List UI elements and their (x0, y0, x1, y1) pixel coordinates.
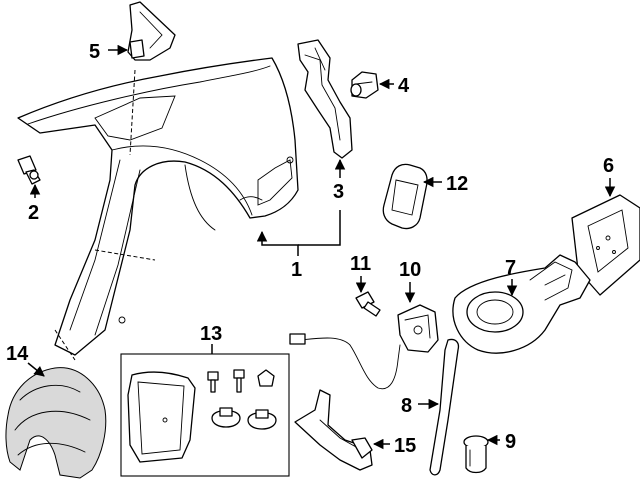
bracket-part-15 (294, 389, 373, 471)
drain-tube-part-8 (429, 338, 460, 476)
callout-6: 6 (603, 155, 614, 177)
reinforcement-part-3 (297, 39, 353, 159)
callout-15: 15 (394, 435, 416, 457)
callout-5: 5 (89, 41, 100, 63)
callout-12: 12 (446, 173, 468, 195)
callout-7: 7 (505, 257, 516, 279)
callout-2: 2 (28, 202, 39, 224)
bracket-part-5 (127, 1, 176, 61)
wheel-liner-part-14 (5, 367, 107, 479)
callout-9: 9 (505, 431, 516, 453)
fuel-housing-part-7 (452, 254, 591, 354)
bolt-part-11 (355, 291, 381, 317)
callout-14: 14 (6, 343, 29, 365)
callout-1: 1 (291, 259, 302, 281)
callout-11: 11 (350, 253, 371, 275)
callout-labels: 1 2 3 4 5 6 7 8 9 10 11 12 13 14 15 (6, 41, 614, 457)
callout-4: 4 (398, 75, 410, 97)
callout-8: 8 (401, 395, 412, 417)
seal-part-12 (382, 163, 428, 230)
grommet-part-9 (463, 435, 489, 474)
callout-10: 10 (399, 259, 421, 281)
mudguard-kit-part-13 (120, 353, 290, 477)
actuator-part-10 (289, 304, 439, 390)
bolt-part-2 (17, 155, 41, 185)
quarter-panel (17, 57, 299, 361)
callout-3: 3 (333, 181, 344, 203)
clip-part-4 (350, 71, 379, 99)
leader-lines (27, 44, 616, 450)
callout-13: 13 (200, 323, 222, 345)
